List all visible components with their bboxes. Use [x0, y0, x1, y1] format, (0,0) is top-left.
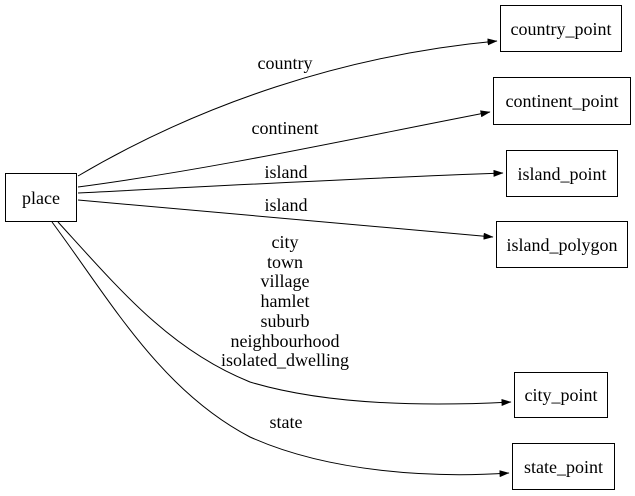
- edge-label-island-point: island: [264, 162, 308, 182]
- edge-place-city-point: [57, 221, 512, 406]
- edge-label-state: state: [269, 412, 303, 432]
- node-city-point: city_point: [514, 372, 608, 418]
- edge-label-neighbourhood-line: neighbourhood: [230, 330, 340, 351]
- edge-label-suburb-line: suburb: [260, 310, 310, 331]
- node-island-polygon: island_polygon: [496, 221, 628, 268]
- edge-place-island-point: [77, 169, 504, 194]
- edge-label-city-line: city: [271, 232, 299, 253]
- edge-place-country-point: [77, 38, 498, 177]
- edge-label-isolated-dwelling-line: isolated_dwelling: [221, 350, 349, 371]
- node-continent-point: continent_point: [493, 77, 631, 125]
- edge-label-country: country: [257, 53, 313, 73]
- edge-label-town-line: town: [266, 251, 303, 272]
- edge-place-state-point: [51, 221, 510, 478]
- edge-place-island-polygon: [77, 199, 494, 240]
- edge-label-continent: continent: [251, 118, 319, 138]
- edge-label-island-polygon: island: [264, 195, 308, 215]
- node-island-point: island_point: [506, 150, 618, 197]
- node-place: place: [5, 173, 77, 222]
- node-country-point: country_point: [500, 5, 622, 52]
- edge-label-hamlet-line: hamlet: [260, 291, 310, 312]
- node-state-point: state_point: [512, 443, 615, 490]
- edge-place-continent-point: [77, 110, 491, 188]
- edge-label-city-group: city town village hamlet suburb neighbou…: [221, 232, 349, 371]
- edge-label-village-line: village: [260, 271, 310, 292]
